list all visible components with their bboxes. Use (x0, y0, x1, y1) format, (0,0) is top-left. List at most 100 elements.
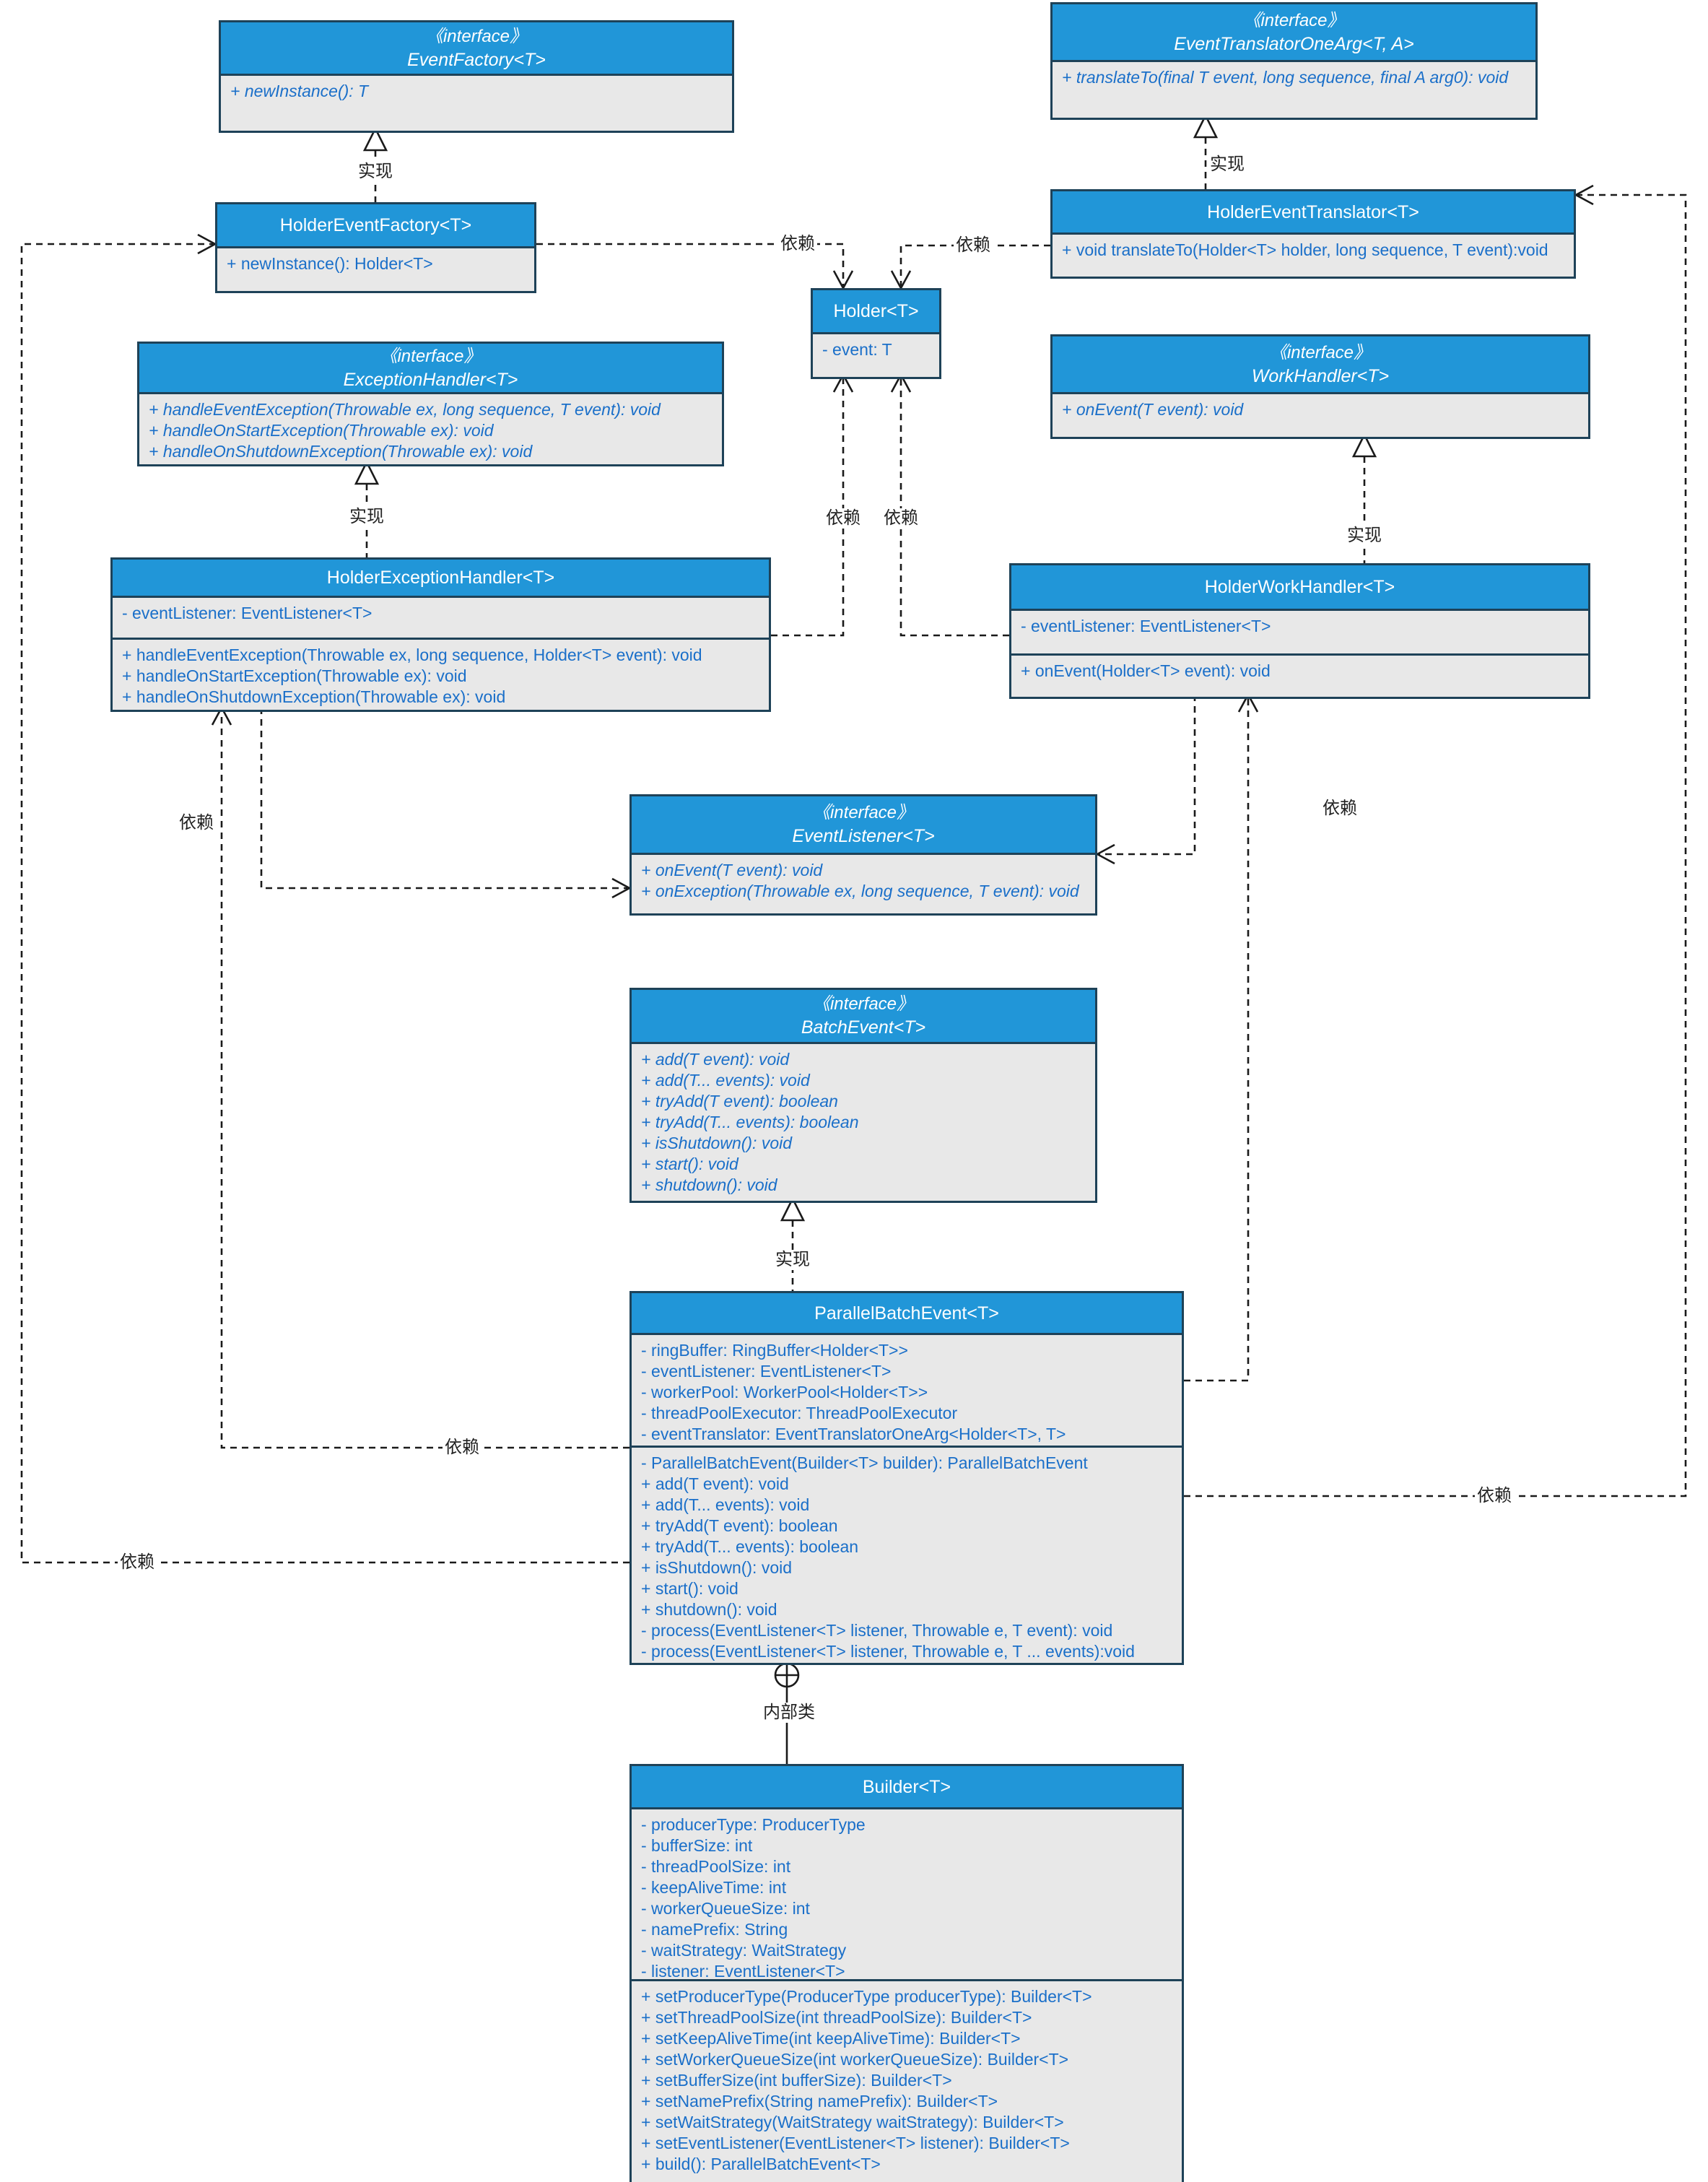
member-line: - eventListener: EventListener<T> (641, 1362, 892, 1381)
member-line: + handleEventException(Throwable ex, lon… (149, 400, 661, 419)
class-name: HolderExceptionHandler<T> (326, 568, 555, 588)
compartment-0: + newInstance(): Holder<T> (217, 246, 534, 291)
member-line: + add(T event): void (641, 1050, 790, 1069)
stereotype-label: 《interface》 (380, 346, 482, 366)
member-line: + setProducerType(ProducerType producerT… (641, 1987, 1092, 2006)
connector-label-depend-pbe-event-factory: 依赖 (118, 1552, 157, 1573)
member-line: + void translateTo(Holder<T> holder, lon… (1062, 240, 1548, 259)
class-header: ParallelBatchEvent<T> (632, 1293, 1182, 1333)
connector-label-depend-exception-listener: 依赖 (177, 813, 216, 833)
compartment-0: + newInstance(): T (221, 74, 732, 131)
class-box-event-listener[interactable]: 《interface》 EventListener<T> + onEvent(T e… (629, 794, 1097, 916)
class-name: EventListener<T> (792, 826, 935, 846)
class-box-holder-work-handler[interactable]: HolderWorkHandler<T> - eventListener: Eve… (1009, 563, 1590, 699)
class-name: BatchEvent<T> (801, 1017, 926, 1038)
class-box-batch-event[interactable]: 《interface》 BatchEvent<T> + add(T event): … (629, 988, 1097, 1203)
class-header: Builder<T> (632, 1766, 1182, 1807)
compartment-0: + translateTo(final T event, long sequen… (1053, 60, 1535, 118)
member-line: + tryAdd(T... events): boolean (641, 1113, 859, 1131)
connector-depend-pbe-work-handler (1184, 692, 1259, 1382)
member-line: + shutdown(): void (641, 1600, 777, 1619)
class-name: Builder<T> (862, 1776, 951, 1797)
class-box-holder-exception-handler[interactable]: HolderExceptionHandler<T> - eventListener… (110, 557, 771, 712)
member-line: - process(EventListener<T> listener, Thr… (641, 1621, 1113, 1640)
connector-label-depend-work-holder: 依赖 (881, 508, 920, 529)
connector-label-depend-pbe-event-translator: 依赖 (1475, 1486, 1514, 1506)
member-line: - ringBuffer: RingBuffer<Holder<T>> (641, 1341, 908, 1360)
member-line: + setBufferSize(int bufferSize): Builder… (641, 2071, 952, 2090)
class-box-holder[interactable]: Holder<T> - event: T (811, 288, 941, 379)
compartment-1: + onEvent(Holder<T> event): void (1011, 653, 1588, 697)
connector-label-depend-pbe-work-handler: 依赖 (1320, 799, 1359, 819)
class-box-parallel-batch-event[interactable]: ParallelBatchEvent<T>- ringBuffer: RingB… (629, 1291, 1184, 1665)
compartment-0: - event: T (813, 332, 939, 377)
member-line: + setKeepAliveTime(int keepAliveTime): B… (641, 2029, 1021, 2048)
member-line: - eventListener: EventListener<T> (122, 604, 372, 622)
class-header: 《interface》 EventTranslatorOneArg<T, A> (1053, 4, 1535, 60)
stereotype-label: 《interface》 (1269, 342, 1372, 362)
class-box-work-handler[interactable]: 《interface》WorkHandler<T> + onEvent(T eve… (1050, 334, 1590, 439)
class-header: 《interface》ExceptionHandler<T> (139, 344, 722, 392)
member-line: + handleEventException(Throwable ex, lon… (122, 646, 702, 664)
class-box-exception-handler[interactable]: 《interface》ExceptionHandler<T> + handleEv… (137, 342, 724, 466)
member-line: + setWaitStrategy(WaitStrategy waitStrat… (641, 2113, 1064, 2131)
member-line: + onEvent(T event): void (641, 861, 823, 879)
member-line: + handleOnShutdownException(Throwable ex… (149, 442, 533, 461)
class-name: Holder<T> (833, 301, 919, 321)
member-line: - event: T (822, 340, 892, 359)
member-line: + start(): void (641, 1155, 738, 1173)
member-line: + onEvent(T event): void (1062, 400, 1244, 419)
class-header: Holder<T> (813, 290, 939, 332)
member-line: + handleOnShutdownException(Throwable ex… (122, 687, 506, 706)
stereotype-label: 《interface》 (1243, 10, 1345, 30)
class-header: 《interface》 EventListener<T> (632, 796, 1095, 853)
compartment-1: + handleEventException(Throwable ex, lon… (113, 638, 769, 710)
class-box-event-factory[interactable]: 《interface》EventFactory<T>+ newInstance(… (219, 20, 734, 133)
compartment-0: + void translateTo(Holder<T> holder, lon… (1053, 232, 1574, 277)
class-box-holder-event-translator[interactable]: HolderEventTranslator<T> + void translate… (1050, 189, 1576, 279)
member-line: - producerType: ProducerType (641, 1815, 866, 1834)
compartment-1: + setProducerType(ProducerType producerT… (632, 1979, 1182, 2182)
compartment-0: + onEvent(T event): void+ onException(Th… (632, 853, 1095, 913)
member-line: - eventTranslator: EventTranslatorOneArg… (641, 1425, 1066, 1443)
member-line: - ParallelBatchEvent(Builder<T> builder)… (641, 1453, 1088, 1472)
class-header: 《interface》WorkHandler<T> (1053, 336, 1588, 392)
member-line: + tryAdd(T event): boolean (641, 1092, 838, 1110)
connector-depend-work-holder (890, 373, 1009, 637)
class-box-event-translator-one-arg[interactable]: 《interface》 EventTranslatorOneArg<T, A> + … (1050, 2, 1538, 120)
member-line: + build(): ParallelBatchEvent<T> (641, 2155, 881, 2173)
stereotype-label: 《interface》 (812, 994, 915, 1014)
connector-realize-event-translator (1193, 113, 1219, 189)
compartment-0: + handleEventException(Throwable ex, lon… (139, 392, 722, 464)
member-line: - waitStrategy: WaitStrategy (641, 1941, 847, 1960)
compartment-0: - ringBuffer: RingBuffer<Holder<T>> - eve… (632, 1333, 1182, 1446)
stereotype-label: 《interface》 (812, 803, 915, 822)
connector-label-realize-event-factory: 实现 (356, 162, 395, 182)
compartment-1: - ParallelBatchEvent(Builder<T> builder)… (632, 1446, 1182, 1663)
member-line: - workerPool: WorkerPool<Holder<T>> (641, 1383, 928, 1401)
connector-label-depend-exception-holder: 依赖 (824, 508, 863, 529)
class-header: 《interface》 BatchEvent<T> (632, 990, 1095, 1042)
member-line: - namePrefix: String (641, 1920, 788, 1939)
member-line: + setThreadPoolSize(int threadPoolSize):… (641, 2008, 1032, 2027)
connector-label-depend-factory-holder: 依赖 (778, 234, 817, 254)
connector-label-depend-translator-holder: 依赖 (954, 235, 993, 256)
class-name: HolderEventTranslator<T> (1207, 201, 1419, 222)
connector-label-realize-exception-handler: 实现 (347, 507, 386, 527)
class-name: HolderEventFactory<T> (279, 215, 472, 235)
member-line: - listener: EventListener<T> (641, 1962, 845, 1979)
member-line: + tryAdd(T... events): boolean (641, 1537, 859, 1556)
compartment-0: - eventListener: EventListener<T> (1011, 609, 1588, 653)
member-line: + setEventListener(EventListener<T> list… (641, 2134, 1070, 2152)
class-name: HolderWorkHandler<T> (1204, 577, 1395, 597)
member-line: - keepAliveTime: int (641, 1878, 787, 1897)
class-name: EventTranslatorOneArg<T, A> (1174, 33, 1414, 54)
class-box-builder[interactable]: Builder<T> - producerType: ProducerType - … (629, 1764, 1184, 2182)
class-box-holder-event-factory[interactable]: HolderEventFactory<T> + newInstance(): Ho… (215, 202, 536, 293)
connector-label-realize-batch-event: 实现 (773, 1250, 812, 1270)
member-line: + add(T... events): void (641, 1495, 810, 1514)
connector-depend-exception-listener (260, 708, 632, 899)
member-line: + onEvent(Holder<T> event): void (1021, 661, 1271, 680)
connector-label-realize-event-translator: 实现 (1208, 155, 1247, 175)
member-line: - bufferSize: int (641, 1836, 753, 1855)
